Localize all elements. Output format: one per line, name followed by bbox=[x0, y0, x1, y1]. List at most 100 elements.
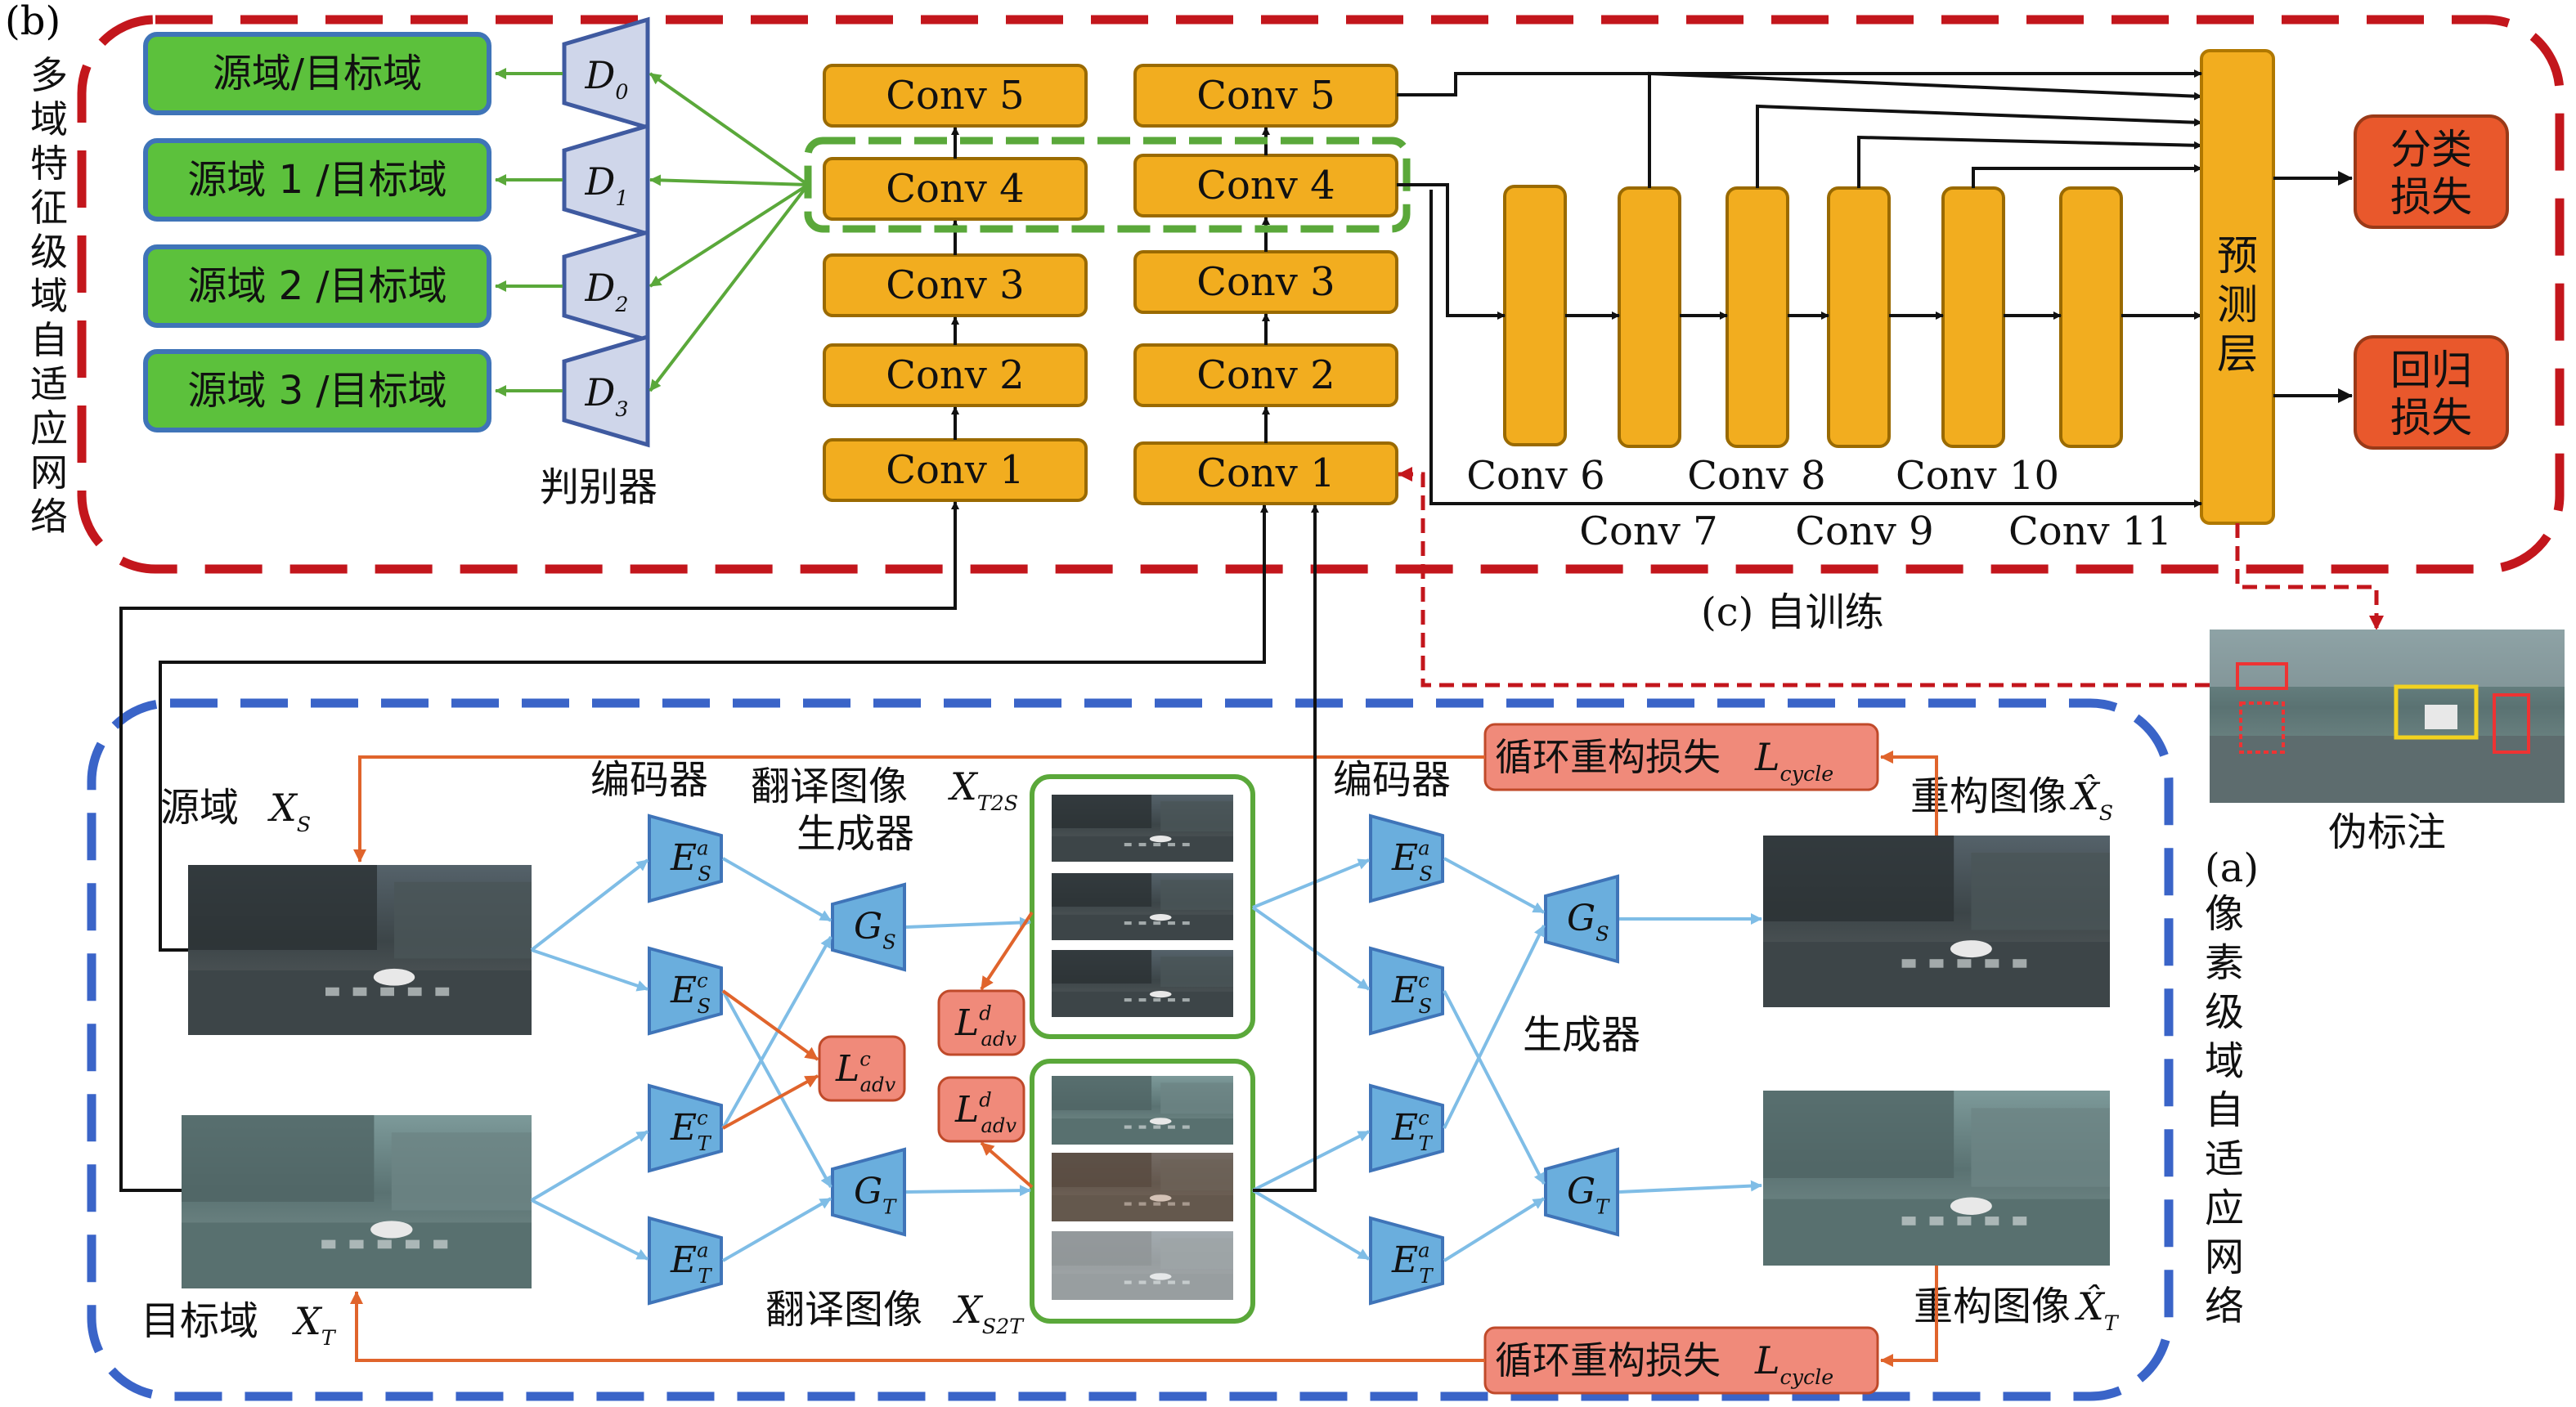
regression-loss-line1: 回归 bbox=[2390, 347, 2472, 394]
classification-loss-box bbox=[2354, 114, 2509, 229]
loss-arrow bbox=[721, 989, 819, 1061]
svg-text:EaT: EaT bbox=[670, 1239, 712, 1288]
domain-pair-label: 源域 3 /目标域 bbox=[187, 368, 447, 414]
svg-text:EcS: EcS bbox=[1391, 970, 1432, 1019]
loss-arrow bbox=[1880, 1266, 1938, 1367]
panel-c-caption: (c) 自训练 bbox=[1701, 589, 1884, 635]
conv-label: Conv 1 bbox=[886, 447, 1024, 493]
encoder-caption-left: 编码器 bbox=[590, 757, 708, 803]
vertical-title-char: 适 bbox=[2205, 1136, 2244, 1182]
predict-layer-char: 预 bbox=[2217, 232, 2258, 280]
vertical-title-char: 自 bbox=[30, 318, 68, 362]
svg-text:EaS: EaS bbox=[1391, 837, 1433, 886]
svg-text:D3: D3 bbox=[585, 370, 629, 421]
generator-left-s bbox=[831, 882, 906, 972]
svg-text:EaS: EaS bbox=[670, 837, 711, 886]
vertical-title-char: 像 bbox=[2205, 891, 2244, 937]
conv4-to-conv6-arrow bbox=[1397, 183, 1506, 320]
svg-text:XS: XS bbox=[267, 786, 311, 836]
svg-text:GS: GS bbox=[1567, 898, 1609, 945]
translated-s2t-caption: 翻译图像 bbox=[765, 1287, 922, 1333]
discriminator-block bbox=[562, 334, 650, 448]
predict-layer-char: 测 bbox=[2217, 281, 2258, 329]
encoder-left bbox=[648, 1216, 723, 1306]
detector-conv-block bbox=[1827, 186, 1891, 448]
translated-s2t-symbol: XS2T bbox=[953, 1288, 1025, 1338]
flow-arrow bbox=[905, 916, 1031, 929]
loss-arrow bbox=[980, 1141, 1034, 1189]
vertical-title-char: 多 bbox=[30, 53, 68, 97]
conv-label: Conv 5 bbox=[886, 73, 1024, 119]
vertical-title-char: 网 bbox=[2205, 1234, 2244, 1280]
feature-to-discriminator-arrow bbox=[648, 72, 810, 186]
encoder-left bbox=[648, 1083, 723, 1173]
svg-text:EcT: EcT bbox=[1391, 1107, 1433, 1156]
scene-images bbox=[182, 774, 2110, 1324]
panel-a-frame bbox=[87, 698, 2174, 1401]
target-image bbox=[182, 1115, 532, 1288]
flow-arrow bbox=[722, 857, 832, 922]
feature-to-discriminator-arrows bbox=[648, 72, 810, 392]
adv-content-loss bbox=[818, 1035, 906, 1102]
vertical-title-char: 域 bbox=[2205, 1038, 2244, 1084]
predict-to-pseudo-arrow bbox=[2235, 523, 2384, 630]
loss-arrow bbox=[1880, 751, 1938, 836]
domain-pair-label: 源域 2 /目标域 bbox=[187, 263, 447, 309]
encoder-right bbox=[1369, 946, 1444, 1036]
generator-right-t-symbol: GT bbox=[1567, 1171, 1610, 1218]
encoder-caption-right: 编码器 bbox=[1333, 757, 1451, 803]
loss-arrow bbox=[353, 755, 1485, 863]
translated-t2s-thumb bbox=[1052, 950, 1233, 1017]
vertical-title-char: 域 bbox=[30, 274, 68, 318]
panel-a-arrows bbox=[119, 501, 1938, 1367]
flow-arrow bbox=[1443, 990, 1546, 1185]
prediction-layer-label: 预测层 bbox=[2217, 232, 2258, 378]
source-to-target-conv1-arrow bbox=[159, 504, 1268, 952]
domain-pair-label: 源域 1 /目标域 bbox=[187, 157, 447, 203]
target-to-source-conv1-arrow bbox=[119, 501, 959, 1192]
detector-conv-block bbox=[1726, 186, 1789, 448]
feature-to-predict-arrow bbox=[1648, 71, 2202, 188]
detector-conv-label: Conv 11 bbox=[2008, 509, 2172, 554]
flow-arrow bbox=[531, 1199, 648, 1261]
source-domain-symbol: XS bbox=[267, 786, 311, 836]
flow-arrow bbox=[531, 948, 648, 992]
encoder-left bbox=[648, 946, 723, 1036]
panel-b-arrows bbox=[1397, 69, 2353, 508]
svg-text:EaT: EaT bbox=[1391, 1239, 1434, 1288]
svg-text:GT: GT bbox=[1567, 1171, 1610, 1218]
encoder-left bbox=[648, 813, 723, 903]
discriminator-caption: 判别器 bbox=[540, 464, 657, 510]
adv-domain-loss-top bbox=[937, 989, 1025, 1056]
conv-label: Conv 2 bbox=[886, 352, 1024, 398]
conv-label: Conv 3 bbox=[1196, 259, 1335, 305]
generator-right-s-symbol: GS bbox=[1567, 898, 1609, 945]
flow-arrow bbox=[1443, 1197, 1546, 1262]
conv4-to-predict-bottom-arrow bbox=[1429, 190, 2202, 508]
flow-arrow bbox=[1252, 1130, 1370, 1192]
pseudo-to-conv1-arrow bbox=[1398, 467, 2210, 688]
flow-arrow bbox=[721, 990, 832, 1188]
detector-conv-label: Conv 6 bbox=[1466, 453, 1604, 499]
domain-pair-box bbox=[143, 32, 491, 115]
cycle-loss-text: 循环重构损失 bbox=[1495, 735, 1721, 779]
svg-text:EcT: EcT bbox=[670, 1107, 711, 1156]
flow-arrow bbox=[1252, 858, 1370, 909]
panel-b-tag: (b) bbox=[5, 0, 61, 44]
recon-source-image bbox=[1763, 836, 2110, 1007]
conv-label: Conv 4 bbox=[1196, 163, 1335, 208]
